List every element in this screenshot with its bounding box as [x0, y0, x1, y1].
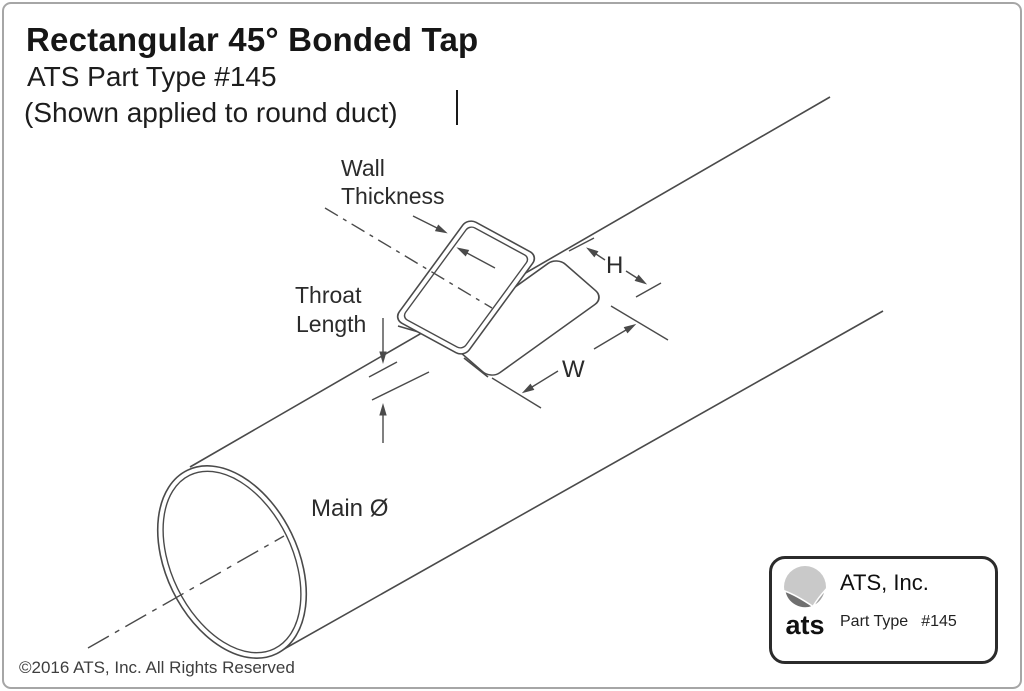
ats-globe-icon — [783, 566, 827, 609]
w-dim-extension-left — [491, 377, 542, 409]
part-type-value: #145 — [921, 613, 957, 630]
throat-length-upper-tick — [368, 361, 398, 378]
page-title: Rectangular 45° Bonded Tap — [26, 21, 479, 58]
duct-end-outer-ellipse — [156, 465, 308, 659]
h-dim-tick-upper — [568, 237, 595, 252]
h-dim-arrow-upper — [586, 247, 606, 261]
throat-length-label-line2: Length — [296, 311, 366, 337]
company-logo-box: ats ATS, Inc. Part Type #145 — [769, 556, 998, 664]
h-dim-arrow-lower — [625, 270, 648, 285]
part-type-subtitle: ATS Part Type #145 — [27, 61, 277, 92]
wall-thickness-label-line1: Wall — [341, 155, 385, 181]
ats-logo-text: ats — [785, 610, 825, 640]
logo-info-column: ATS, Inc. Part Type #145 — [838, 559, 995, 661]
throat-base-line — [371, 371, 430, 401]
w-dim-arrow-left — [521, 370, 559, 394]
tap-bottom-wall-edge — [463, 357, 489, 378]
wall-thickness-inner-arrow — [456, 247, 496, 269]
duct-centerline — [87, 535, 285, 649]
duct-bottom-edge-line — [276, 310, 884, 654]
w-dim-label: W — [562, 356, 585, 383]
logo-column: ats — [772, 559, 838, 661]
wall-thickness-leader-arrow — [412, 215, 448, 234]
tap-opening-outer-rim — [396, 220, 536, 355]
application-note: (Shown applied to round duct) — [24, 97, 398, 128]
company-name: ATS, Inc. — [840, 570, 929, 595]
w-dim-extension-right — [610, 305, 669, 341]
tap-centerline — [324, 207, 493, 309]
tap-opening-inner-rim — [403, 226, 529, 349]
w-dim-arrow-right — [593, 323, 637, 350]
wall-thickness-label-line2: Thickness — [341, 183, 445, 209]
part-type-row: Part Type #145 — [840, 613, 995, 631]
copyright-text: ©2016 ATS, Inc. All Rights Reserved — [19, 658, 295, 677]
throat-length-label-line1: Throat — [295, 282, 362, 308]
h-dim-tick-lower — [635, 282, 662, 298]
duct-end-inner-ellipse — [162, 470, 302, 654]
text-cursor — [456, 90, 458, 125]
main-diameter-label: Main Ø — [311, 495, 388, 522]
part-type-label: Part Type — [840, 613, 909, 630]
h-dim-label: H — [606, 252, 623, 279]
